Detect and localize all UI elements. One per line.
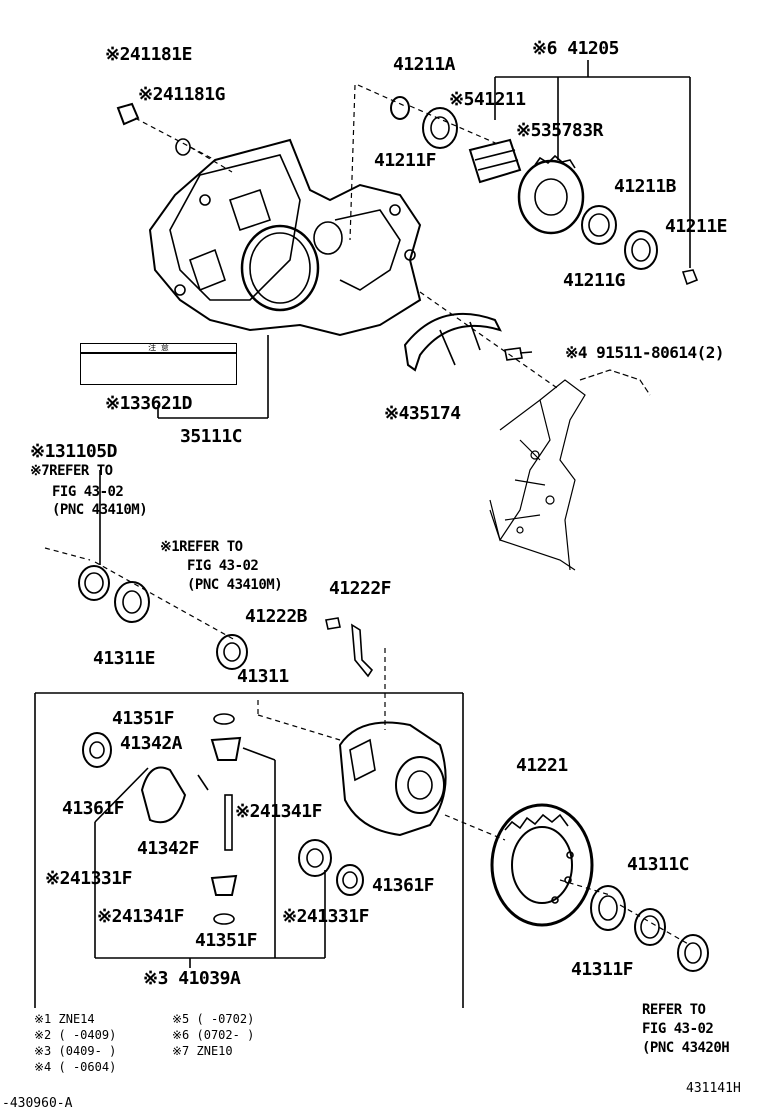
caution-label-box: 注 意: [80, 343, 237, 385]
label-41211G[interactable]: 41211G: [563, 270, 626, 291]
label-41222F[interactable]: 41222F: [329, 578, 392, 599]
doc-code: -430960-A: [2, 1096, 73, 1111]
refer-right-line1: REFER TO: [642, 1002, 706, 1018]
refer-7-line3: (PNC 43410M): [52, 502, 148, 518]
label-41361F-right[interactable]: 41361F: [372, 875, 435, 896]
footnote-5: ※5 ( -0702): [172, 1012, 255, 1026]
label-41211F-top[interactable]: 41211F: [374, 150, 437, 171]
caution-label-text: 注 意: [148, 343, 169, 352]
label-41331F-right[interactable]: ※241331F: [282, 906, 369, 927]
figure-code: 431141H: [686, 1081, 741, 1096]
label-41361F-left[interactable]: 41361F: [62, 798, 125, 819]
label-41221[interactable]: 41221: [516, 755, 568, 776]
footnote-7: ※7 ZNE10: [172, 1044, 233, 1058]
label-41311C[interactable]: 41311C: [627, 854, 690, 875]
label-41331F-left[interactable]: ※241331F: [45, 868, 132, 889]
label-41205[interactable]: ※6 41205: [532, 38, 619, 59]
refer-7-line1: ※7REFER TO: [30, 463, 113, 479]
label-41311[interactable]: 41311: [237, 666, 289, 687]
label-41341F-bottom[interactable]: ※241341F: [97, 906, 184, 927]
label-41181G[interactable]: ※241181G: [138, 84, 225, 105]
label-41211E[interactable]: 41211E: [665, 216, 728, 237]
label-41181E[interactable]: ※241181E: [105, 44, 192, 65]
label-91511-80614[interactable]: ※4 91511-80614(2): [565, 343, 725, 362]
label-35174[interactable]: ※435174: [384, 403, 461, 424]
refer-right-line2: FIG 43-02: [642, 1021, 714, 1037]
label-33621D[interactable]: ※133621D: [105, 393, 192, 414]
label-41342F[interactable]: 41342F: [137, 838, 200, 859]
footnote-4: ※4 ( -0604): [34, 1060, 117, 1074]
label-35783R[interactable]: ※535783R: [516, 120, 603, 141]
label-31105D[interactable]: ※131105D: [30, 441, 117, 462]
refer-7-line2: FIG 43-02: [52, 484, 124, 500]
refer-1-line3: (PNC 43410M): [187, 577, 283, 593]
refer-right-line3: (PNC 43420H: [642, 1040, 730, 1056]
footnote-2: ※2 ( -0409): [34, 1028, 117, 1042]
footnote-6: ※6 (0702- ): [172, 1028, 255, 1042]
label-41311F[interactable]: 41311F: [571, 959, 634, 980]
label-41351F-top[interactable]: 41351F: [112, 708, 175, 729]
refer-1-line2: FIG 43-02: [187, 558, 259, 574]
label-41211A[interactable]: 41211A: [393, 54, 456, 75]
footnote-3: ※3 (0409- ): [34, 1044, 117, 1058]
label-41039A[interactable]: ※3 41039A: [143, 968, 241, 989]
label-35111C[interactable]: 35111C: [180, 426, 243, 447]
label-41211B[interactable]: 41211B: [614, 176, 677, 197]
label-41222B[interactable]: 41222B: [245, 606, 308, 627]
label-41342A[interactable]: 41342A: [120, 733, 183, 754]
label-41341F-right[interactable]: ※241341F: [235, 801, 322, 822]
refer-1-line1: ※1REFER TO: [160, 539, 243, 555]
footnote-1: ※1 ZNE14: [34, 1012, 95, 1026]
label-41351F-bottom[interactable]: 41351F: [195, 930, 258, 951]
label-41211[interactable]: ※541211: [449, 89, 526, 110]
label-41311E[interactable]: 41311E: [93, 648, 156, 669]
